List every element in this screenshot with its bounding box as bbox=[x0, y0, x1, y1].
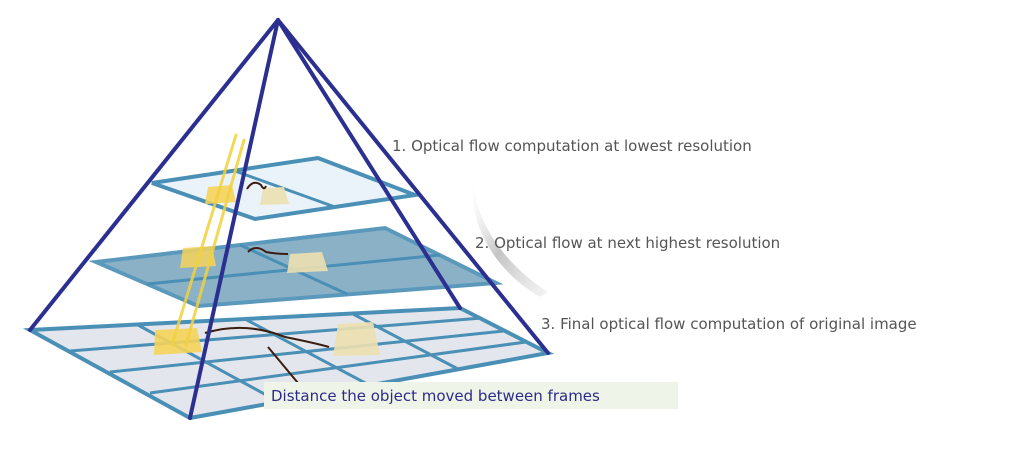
object-frame1-bottom bbox=[154, 328, 202, 355]
pyramid-edges bbox=[28, 18, 550, 420]
flow-rays bbox=[170, 133, 246, 347]
caption-label: Distance the object moved between frames bbox=[271, 387, 600, 405]
step1-label: 1. Optical flow computation at lowest re… bbox=[392, 137, 752, 155]
middle-level bbox=[88, 225, 504, 309]
object-frame2-bottom bbox=[333, 322, 380, 356]
bottom-level bbox=[22, 305, 555, 421]
object-frame2-middle bbox=[287, 252, 328, 273]
caption-background bbox=[264, 382, 678, 409]
top-level bbox=[151, 155, 423, 222]
top-level-grid-line bbox=[234, 169, 336, 209]
step3-label: 3. Final optical flow computation of ori… bbox=[541, 315, 917, 333]
step2-label: 2. Optical flow at next highest resoluti… bbox=[475, 234, 780, 252]
object-frame2-top bbox=[260, 187, 289, 205]
progression-arrow bbox=[472, 170, 548, 297]
